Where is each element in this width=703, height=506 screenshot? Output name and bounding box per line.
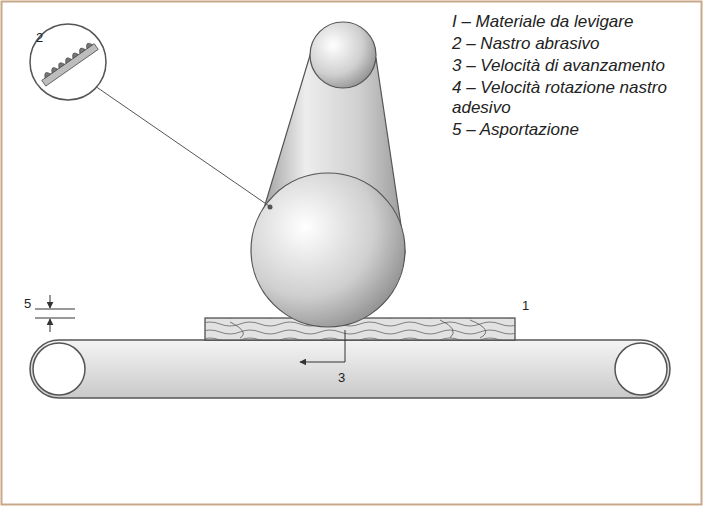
key-entry: 5 – Asportazione	[452, 120, 690, 140]
callout-number: 2	[36, 30, 43, 45]
callout-number: 3	[338, 370, 345, 385]
callout-number: 5	[24, 296, 31, 311]
callout-number: 1	[522, 298, 529, 313]
key-entry: 3 – Velocità di avanzamento	[452, 56, 690, 76]
key-entry: 4 – Velocità rotazione nastro adesivo	[452, 78, 690, 118]
key-entry: 2 – Nastro abrasivo	[452, 34, 690, 54]
key-entry: I – Materiale da levigare	[452, 12, 690, 32]
